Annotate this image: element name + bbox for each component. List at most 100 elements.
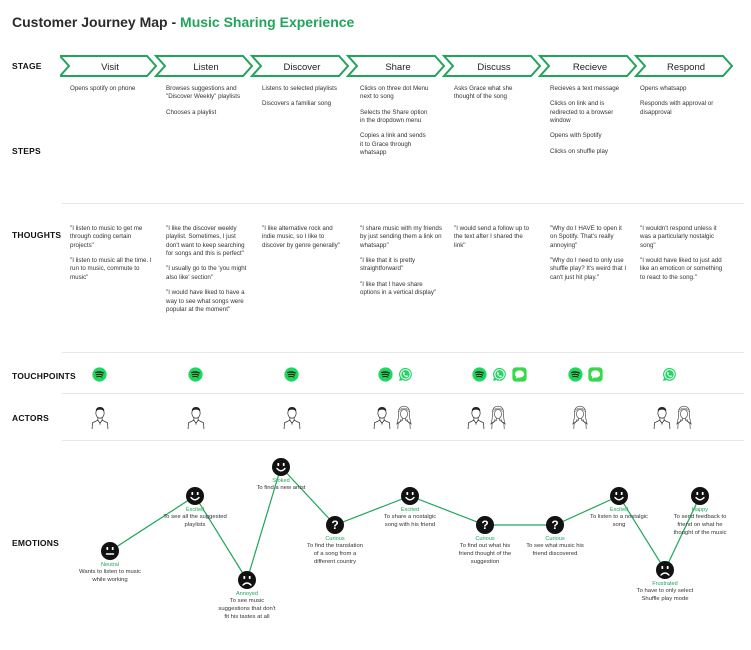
- steps-text: Chooses a playlist: [166, 108, 217, 116]
- spotify-icon: [568, 367, 583, 382]
- male-avatar-icon: [653, 407, 671, 429]
- emotion-name: Curious: [475, 536, 495, 542]
- happy-face-icon: [186, 487, 204, 505]
- messages-icon: [512, 367, 527, 382]
- divider-thoughts: [62, 352, 744, 353]
- stage-label: Share: [385, 62, 410, 73]
- steps-text: Responds with approval or disapproval: [640, 100, 714, 116]
- thoughts-column: "I share music with my friends by just s…: [360, 225, 442, 305]
- thoughts-column: "Why do I HAVE to open it on Spotify. Th…: [550, 225, 630, 289]
- thoughts-text: "I share music with my friends by just s…: [360, 225, 442, 249]
- actor-group: [90, 404, 110, 429]
- emotion-description: of a song from a: [313, 550, 357, 557]
- stage-label: Listen: [193, 62, 218, 73]
- question-face-icon: ?: [326, 516, 344, 534]
- whatsapp-icon: [399, 367, 412, 382]
- stage-label: Recieve: [573, 62, 607, 73]
- steps-text: Asks Grace what she thought of the song: [454, 85, 513, 101]
- emotion-description: To find the translation: [307, 543, 363, 550]
- thoughts-text: "I would have liked to just add like an …: [640, 257, 723, 281]
- spotify-icon: [284, 367, 299, 382]
- divider-touchpoints: [62, 393, 744, 394]
- emotion-name: Neutral: [100, 562, 120, 568]
- steps-text: Discovers a familiar song: [262, 100, 332, 108]
- actor-group: [466, 404, 508, 429]
- stage-label: Respond: [667, 62, 705, 73]
- steps-text: Opens whatsapp: [640, 85, 687, 92]
- actor-group: [652, 404, 694, 429]
- stage-chevron-respond: [633, 55, 734, 77]
- actor-group: [186, 404, 206, 429]
- emotion-name: Excited: [400, 507, 420, 513]
- thoughts-text: "I like the discover weekly playlist. So…: [166, 225, 245, 258]
- touchpoint-group: [284, 367, 299, 382]
- emotion-description: To have to only select: [636, 588, 694, 595]
- emotion-description: To share a nostalgic: [383, 514, 437, 521]
- question-face-icon: ?: [476, 516, 494, 534]
- thoughts-column: "I like alternative rock and indie music…: [262, 225, 344, 257]
- steps-text: Copies a link and sends it to Grace thro…: [360, 132, 426, 157]
- steps-column: Asks Grace what she thought of the song: [454, 85, 534, 109]
- spotify-icon: [188, 367, 203, 382]
- thoughts-column: "I wouldn't respond unless it was a part…: [640, 225, 724, 289]
- steps-text: Recieves a text message: [550, 85, 620, 92]
- male-avatar-icon: [373, 407, 391, 429]
- stage-chevron-discuss: [441, 55, 542, 77]
- row-label-thoughts: THOUGHTS: [12, 230, 62, 240]
- emotion-description: friend discovered: [532, 550, 578, 557]
- touchpoint-group: [568, 367, 603, 382]
- emotion-description: suggestion: [470, 558, 500, 565]
- emotion-description: while working: [92, 576, 128, 583]
- emotion-description: Wants to listen to music: [79, 569, 141, 576]
- emotion-description: To send feedback to: [673, 514, 727, 521]
- emotion-name: Annoyed: [235, 591, 259, 597]
- stage-label: Discuss: [477, 62, 511, 73]
- happy-face-icon: [610, 487, 628, 505]
- stage-chevron-visit: [60, 55, 158, 77]
- emotion-name: Curious: [545, 536, 565, 542]
- emotion-description: song with his friend: [384, 521, 436, 528]
- thoughts-column: "I would send a follow up to the text af…: [454, 225, 534, 257]
- svg-text:?: ?: [551, 518, 558, 532]
- emotion-description: To see music: [229, 598, 265, 605]
- messages-icon: [588, 367, 603, 382]
- emotion-name: Curious: [325, 536, 345, 542]
- stage-chevron-recieve: [537, 55, 638, 77]
- emotion-description: To see all the suggested: [163, 514, 227, 521]
- touchpoint-group: [378, 367, 413, 382]
- emotion-description: To listen to a nostalgic: [590, 514, 648, 521]
- thoughts-column: "I listen to music to get me through cod…: [70, 225, 156, 289]
- emotion-description: Shuffle play mode: [641, 595, 689, 602]
- steps-text: Clicks on shuffle play: [550, 147, 609, 155]
- happy-face-icon: [401, 487, 419, 505]
- emotion-name: Happy: [691, 507, 709, 513]
- stage-label: Visit: [101, 62, 119, 73]
- emotion-description: To find a new artist: [256, 485, 306, 492]
- thoughts-text: "I like that I have share options in a v…: [360, 280, 437, 297]
- title-accent: Music Sharing Experience: [180, 14, 355, 30]
- question-face-icon: ?: [546, 516, 564, 534]
- spotify-icon: [92, 367, 107, 382]
- actor-group: [570, 404, 590, 429]
- emotion-description: thought of the music: [673, 529, 727, 536]
- neutral-face-icon: [101, 542, 119, 560]
- steps-text: Opens with Spotify: [550, 132, 602, 140]
- thoughts-text: "I listen to music to get me through cod…: [70, 225, 143, 249]
- spotify-icon: [472, 367, 487, 382]
- happy-face-icon: [272, 458, 290, 476]
- female-avatar-icon: [676, 405, 692, 429]
- page-title: Customer Journey Map - Music Sharing Exp…: [12, 14, 354, 30]
- row-label-emotions: EMOTIONS: [12, 538, 59, 548]
- stage-chevron-discover: [249, 55, 350, 77]
